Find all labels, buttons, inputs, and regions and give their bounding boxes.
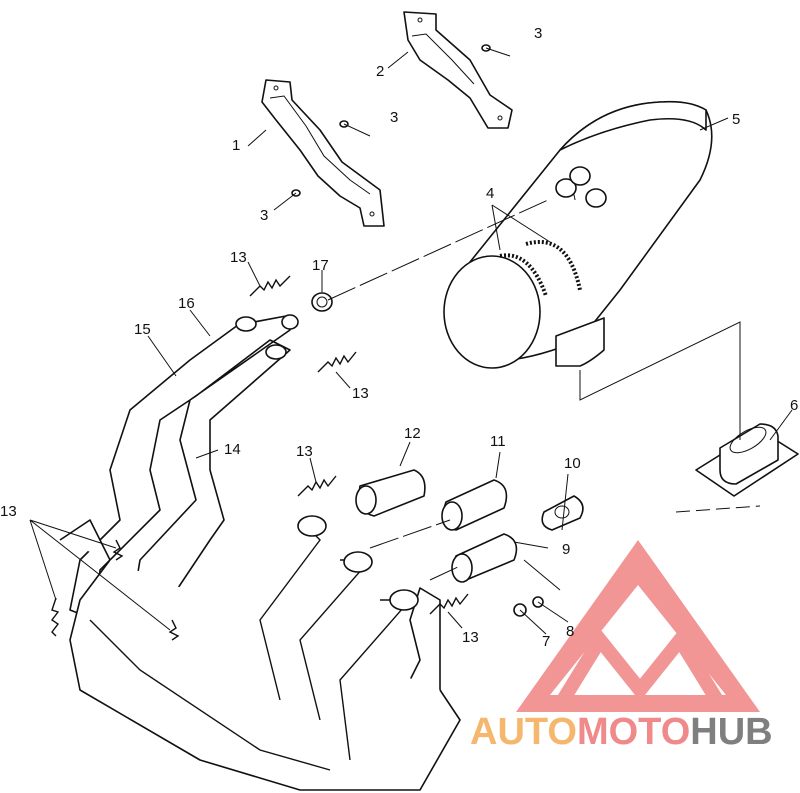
spring-13-upper-mid bbox=[317, 351, 357, 373]
coupler-11 bbox=[441, 479, 508, 531]
callout-6: 6 bbox=[790, 397, 798, 414]
spring-13-top bbox=[249, 275, 291, 297]
spring-13-mid bbox=[297, 475, 337, 497]
watermark-auto: AUTO bbox=[470, 711, 577, 753]
callout-3-left: 3 bbox=[260, 207, 268, 224]
leader-lines bbox=[29, 47, 793, 635]
callout-15: 15 bbox=[134, 321, 151, 338]
callout-4: 4 bbox=[486, 185, 494, 202]
callout-13-upper-mid: 13 bbox=[352, 385, 369, 402]
muffler-inlets bbox=[555, 166, 607, 208]
callout-13-left: 13 bbox=[0, 503, 17, 520]
watermark-moto: MOTO bbox=[577, 711, 690, 753]
callout-17: 17 bbox=[312, 257, 329, 274]
callout-5: 5 bbox=[732, 111, 740, 128]
callout-8: 8 bbox=[566, 623, 574, 640]
callout-12: 12 bbox=[404, 425, 421, 442]
callout-7: 7 bbox=[542, 633, 550, 650]
watermark-hub: HUB bbox=[690, 711, 772, 753]
watermark-m-shape bbox=[554, 627, 726, 709]
watermark-logo bbox=[516, 540, 760, 712]
spring-13-lower bbox=[429, 593, 469, 615]
callout-3-top: 3 bbox=[534, 25, 542, 42]
callout-3-middle: 3 bbox=[390, 109, 398, 126]
spring-13-left bbox=[50, 539, 180, 641]
callout-9: 9 bbox=[562, 541, 570, 558]
header-pipes bbox=[59, 314, 461, 791]
callout-14: 14 bbox=[224, 441, 241, 458]
callout-13-mid: 13 bbox=[296, 443, 313, 460]
watermark-text: AUTOMOTOHUB bbox=[470, 711, 773, 753]
bracket-1 bbox=[261, 79, 385, 227]
callout-13-top: 13 bbox=[230, 249, 247, 266]
coupler-12 bbox=[355, 469, 426, 517]
callout-2: 2 bbox=[376, 63, 384, 80]
gasket-10 bbox=[541, 495, 584, 531]
watermark-triangle bbox=[516, 540, 760, 712]
mount-6 bbox=[695, 423, 799, 497]
seal-ring-17 bbox=[311, 292, 333, 312]
callout-10: 10 bbox=[564, 455, 581, 472]
callout-11: 11 bbox=[490, 433, 506, 450]
bracket-2 bbox=[403, 11, 513, 129]
muffler-5 bbox=[443, 100, 713, 369]
callout-labels: 1 2 3 3 3 4 5 6 7 8 9 10 11 12 13 13 13 … bbox=[0, 25, 798, 650]
callout-1: 1 bbox=[232, 137, 240, 154]
clamp-band-4 bbox=[499, 240, 582, 297]
callout-13-lower: 13 bbox=[462, 629, 479, 646]
callout-16: 16 bbox=[178, 295, 195, 312]
coupler-9 bbox=[451, 533, 518, 583]
